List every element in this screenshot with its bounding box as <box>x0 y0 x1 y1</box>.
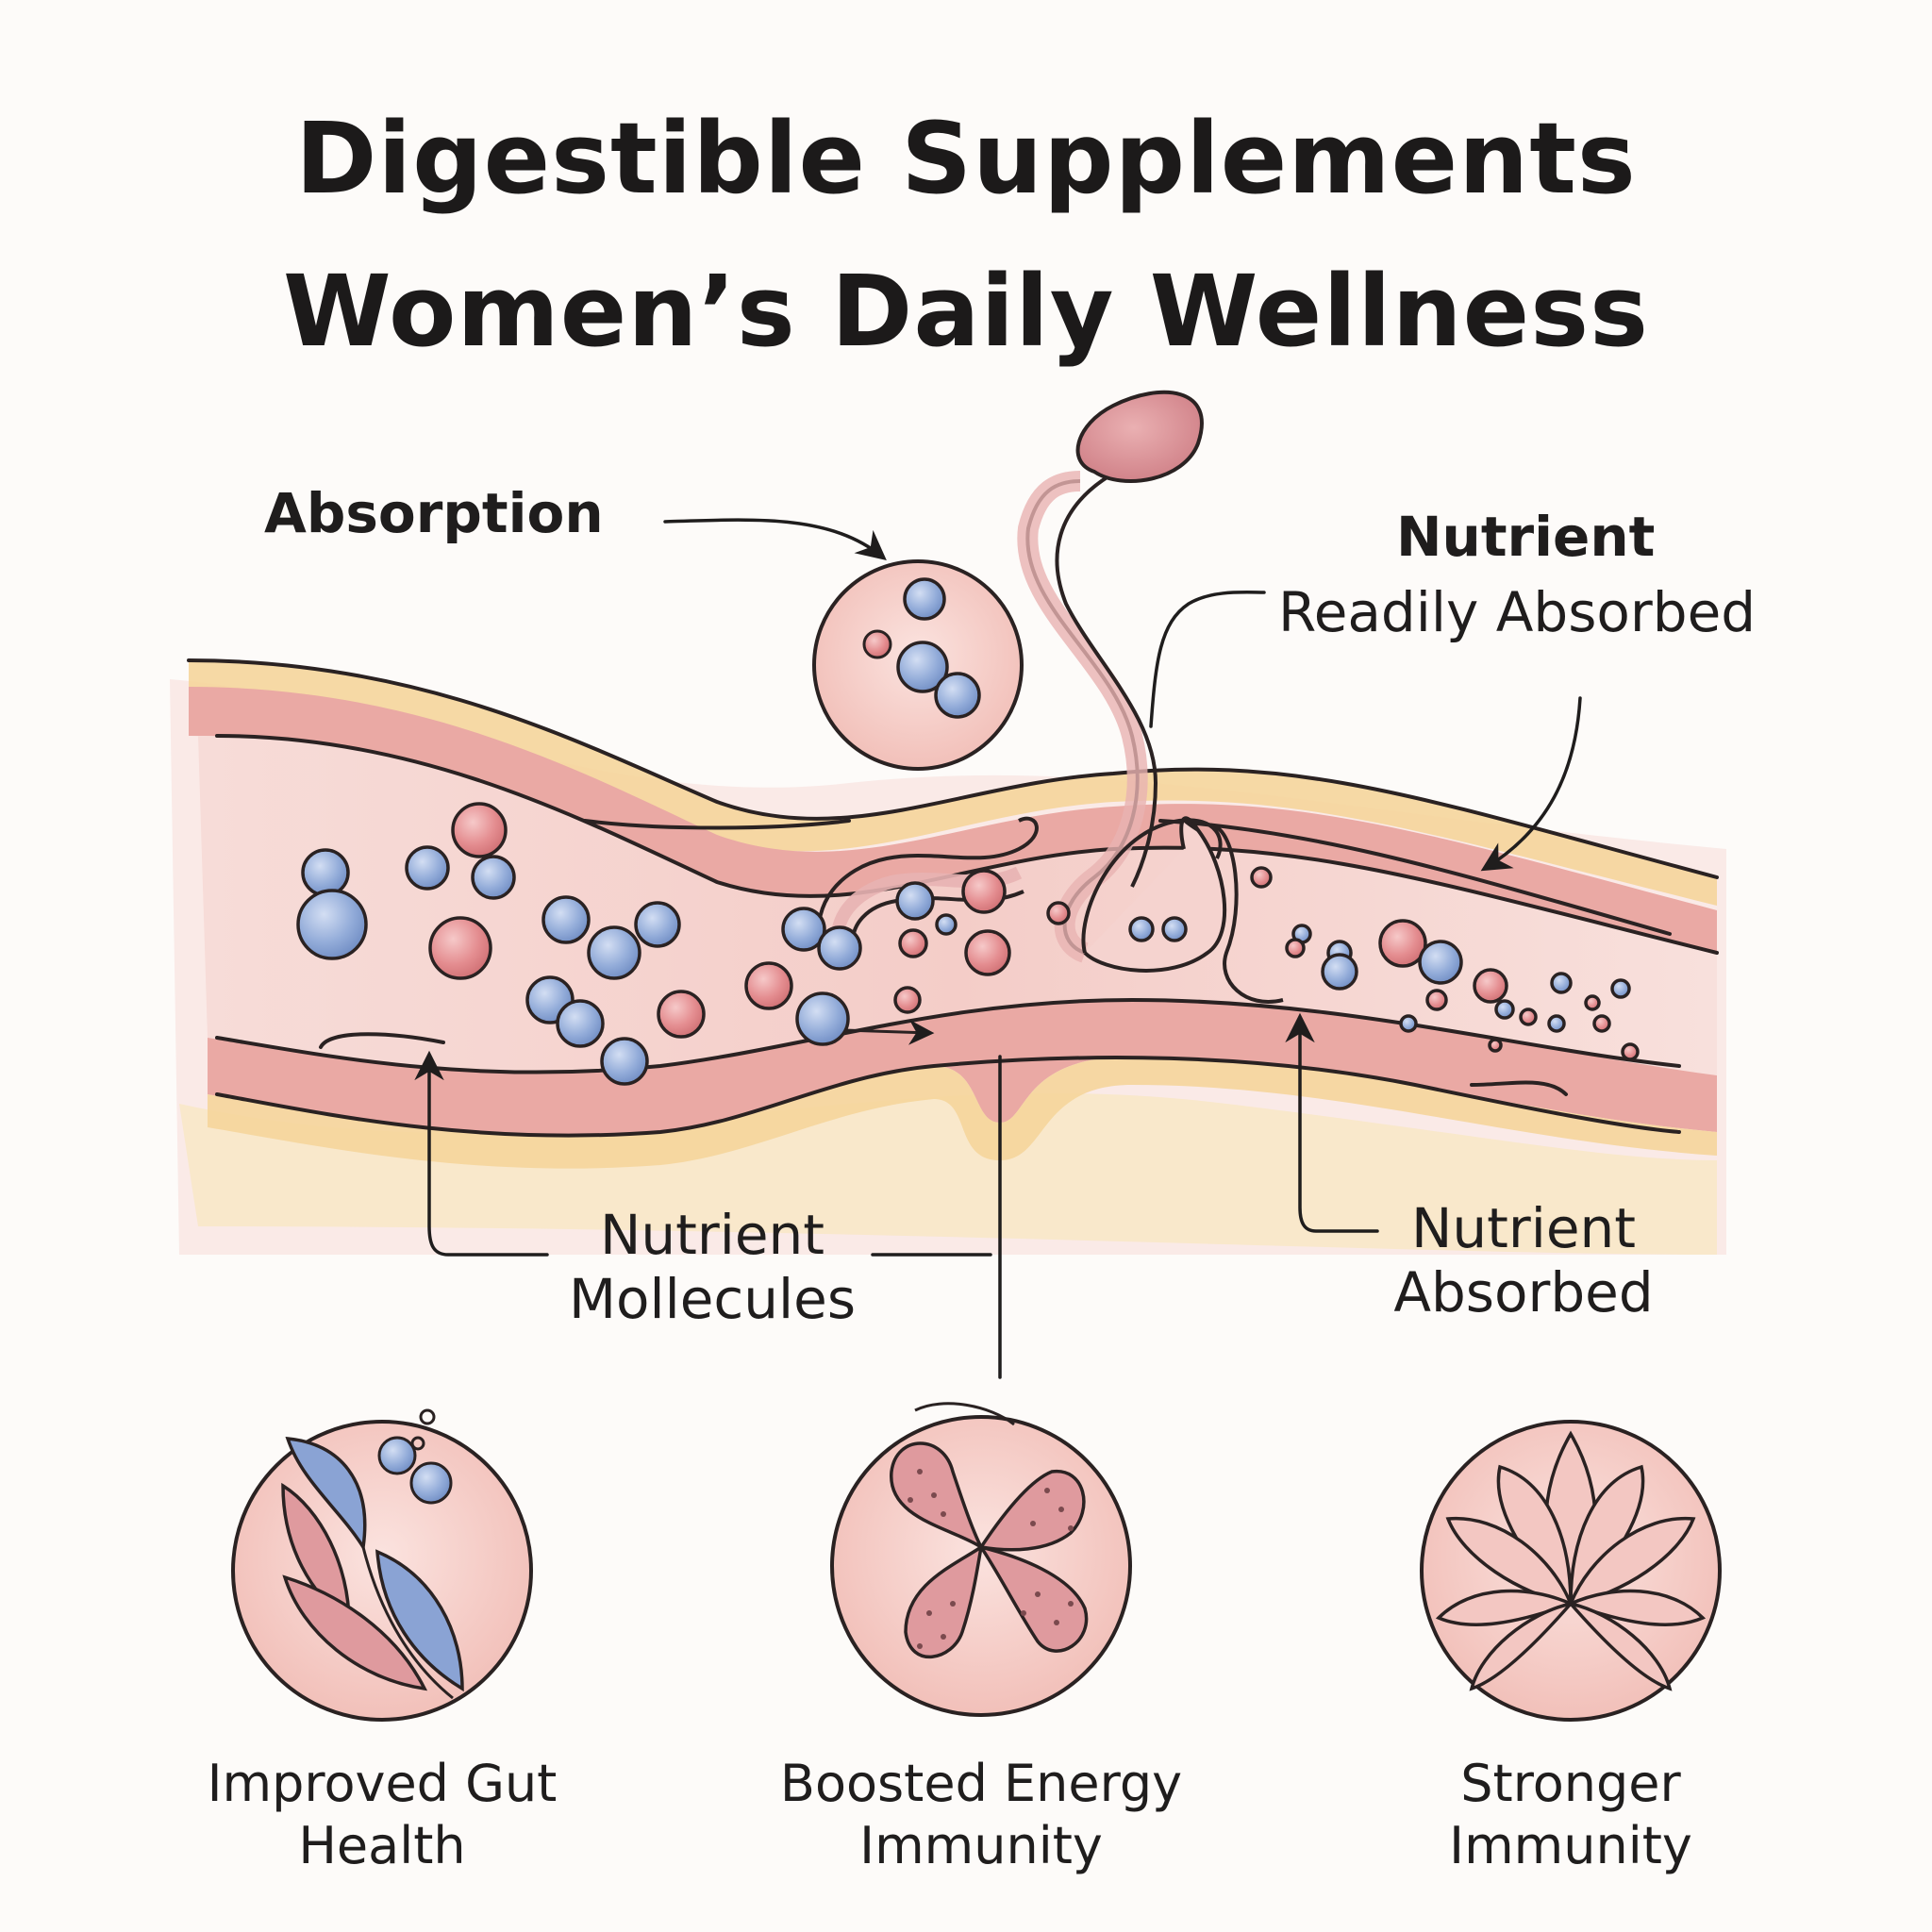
benefit-line-2: Immunity <box>859 1816 1103 1875</box>
lower-wall-fat <box>208 1057 1717 1169</box>
molecules <box>296 802 1640 1086</box>
title-line-2: Women’s Daily Wellness <box>282 254 1650 369</box>
benefit-energy-immunity: Boosted Energy Immunity <box>736 1753 1226 1877</box>
label-nutrient-heading: Nutrient <box>1396 505 1656 569</box>
label-absorbed-line-1: Nutrient <box>1410 1196 1637 1260</box>
lower-wall <box>208 1000 1717 1136</box>
lotus-icon <box>1420 1420 1722 1722</box>
upper-wall <box>189 687 1717 953</box>
villus <box>817 390 1284 1004</box>
benefit-line-1: Improved Gut <box>207 1754 558 1813</box>
gut-health-icon <box>231 1408 533 1722</box>
energy-immunity-icon <box>830 1402 1132 1717</box>
upper-wall-fat <box>189 660 1717 906</box>
label-molecules-line-1: Nutrient <box>599 1203 825 1267</box>
benefit-line-2: Immunity <box>1449 1816 1692 1875</box>
benefit-line-1: Boosted Energy <box>779 1754 1183 1813</box>
benefit-line-2: Health <box>298 1816 466 1875</box>
benefit-stronger-immunity: Stronger Immunity <box>1325 1753 1816 1877</box>
leader-lines <box>414 518 1582 1379</box>
absorption-inset <box>812 559 1024 771</box>
benefit-line-1: Stronger <box>1460 1754 1681 1813</box>
uptake-arrow <box>843 1019 935 1045</box>
title-line-1: Digestible Supplements <box>295 101 1637 216</box>
benefit-gut-health: Improved Gut Health <box>137 1753 627 1877</box>
lumen <box>198 736 1717 1075</box>
label-molecules-line-2: Mollecules <box>568 1267 857 1331</box>
label-readily-absorbed: Readily Absorbed <box>1278 580 1757 644</box>
label-absorbed-line-2: Absorbed <box>1393 1260 1654 1324</box>
label-absorption: Absorption <box>264 481 604 545</box>
